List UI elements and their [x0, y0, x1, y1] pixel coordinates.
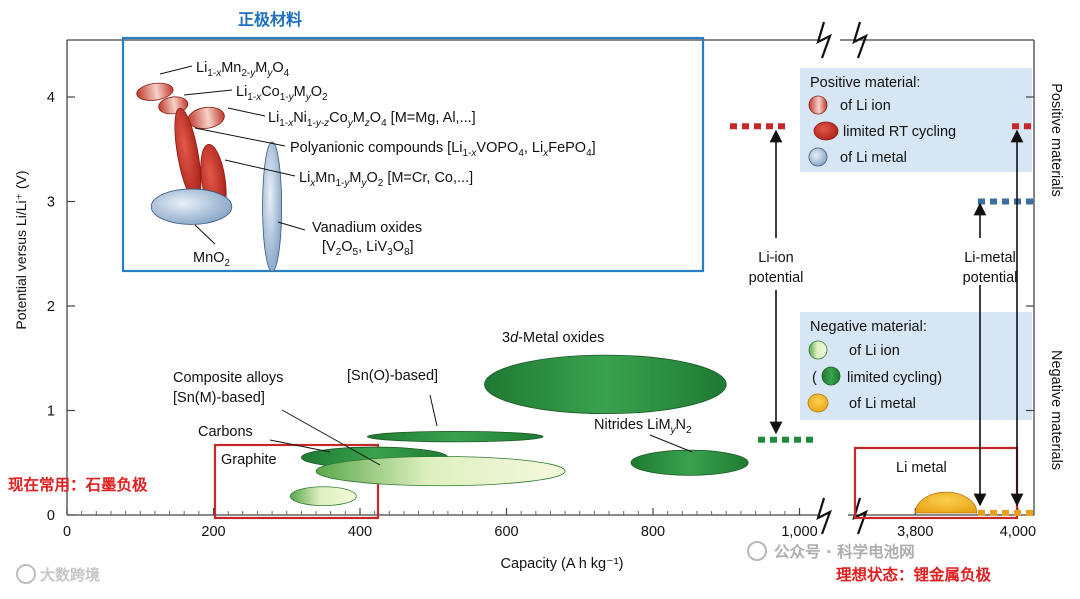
- label-graphite: Graphite: [221, 452, 277, 468]
- label-composite: Composite alloys: [173, 370, 283, 386]
- annotation-current-common: 现在常用：石墨负极: [8, 475, 148, 494]
- label-limn2o4: Li1-xMn2-yMyO4: [196, 60, 290, 79]
- watermark-left: 大数跨境: [16, 564, 100, 584]
- positive-region: [136, 82, 174, 101]
- legend-positive: Positive material: of Li ion limited RT …: [808, 75, 956, 167]
- positive-materials-box: [121, 36, 705, 273]
- y-tick-label: 0: [47, 508, 55, 524]
- negative-region: [366, 430, 544, 443]
- y-tick-label: 2: [47, 299, 55, 315]
- legend-negative-swatch-li-ion: [808, 340, 828, 360]
- legend-positive-title: Positive material:: [810, 75, 920, 91]
- negative-region: [484, 354, 727, 415]
- leader-lines: [159, 65, 693, 466]
- label-mno2: MnO2: [193, 250, 230, 269]
- legend-positive-item-2: limited RT cycling: [843, 124, 956, 140]
- axis-break-marks: [816, 21, 868, 535]
- y-tick-label: 4: [47, 90, 55, 106]
- li-ion-potential-line2: potential: [749, 270, 804, 286]
- watermark-right: 公众号 · 科学电池网: [747, 541, 915, 561]
- legend-negative-item-3: of Li metal: [849, 396, 916, 412]
- x-axis-title: Capacity (A h kg⁻¹): [501, 556, 624, 572]
- positive-region: [262, 141, 283, 272]
- legend-negative-paren: (: [812, 370, 817, 386]
- reference-lines-layer: [730, 123, 1034, 516]
- x-tick-label: 4,000: [1000, 524, 1036, 540]
- wechat-icon: [747, 541, 767, 561]
- positive-region: [150, 188, 233, 225]
- positive-box-title: 正极材料: [238, 10, 302, 29]
- x-tick-label: 0: [63, 524, 71, 540]
- label-vanadium: Vanadium oxides: [312, 220, 422, 236]
- legend-negative-item-2: limited cycling): [847, 370, 942, 386]
- x-tick-label: 200: [201, 524, 225, 540]
- regions-layer: [136, 82, 978, 514]
- x-tick-label: 800: [641, 524, 665, 540]
- y-tick-label: 1: [47, 404, 55, 420]
- negative-labels: 3d-Metal oxides [Sn(O)-based] Composite …: [173, 330, 947, 476]
- legend-negative-bg: [800, 312, 1032, 420]
- positive-labels: Li1-xMn2-yMyO4 Li1-xCo1-yMyO2 Li1-xNi1-y…: [193, 60, 596, 269]
- x-tick-label: 3,800: [897, 524, 933, 540]
- legend-positive-item-1: of Li ion: [840, 98, 891, 114]
- potential-labels: Li-ion potential Li-metal potential: [749, 250, 1018, 286]
- legend-positive-swatch-li-ion: [808, 95, 828, 115]
- ticks-layer: 0 200 400 600 800 1,000 3,800 4,000 0 1 2 3 4: [47, 90, 1036, 540]
- watermark-left-text: 大数跨境: [40, 566, 100, 584]
- legend-positive-swatch-limited: [813, 121, 839, 141]
- watermark-right-text: 公众号 · 科学电池网: [774, 542, 915, 561]
- legend-positive-item-3: of Li metal: [840, 150, 907, 166]
- legend-negative-swatch-limited: [821, 366, 841, 386]
- label-li-metal: Li metal: [896, 460, 947, 476]
- negative-region: [914, 491, 978, 514]
- label-nitrides: Nitrides LiMyN2: [594, 417, 692, 436]
- label-limno2: LixMn1-yMyO2 [M=Cr, Co,...]: [299, 170, 473, 189]
- legend-negative-swatch-li-metal: [807, 393, 829, 413]
- right-label-negative: Negative materials: [1048, 350, 1064, 470]
- li-ion-potential-line1: Li-ion: [758, 250, 793, 266]
- label-vanadium-formula: [V2O5, LiV3O8]: [322, 239, 414, 258]
- label-licoo2: Li1-xCo1-yMyO2: [236, 84, 328, 103]
- watermark-logo-icon: [16, 564, 36, 584]
- plot-frame: [66, 39, 1035, 516]
- legend-positive-bg: [800, 68, 1032, 172]
- negative-region: [630, 449, 749, 476]
- x-tick-label: 400: [348, 524, 372, 540]
- label-metal-oxides: 3d-Metal oxides: [502, 330, 604, 346]
- legend-positive-swatch-li-metal: [808, 147, 828, 167]
- label-polyanionic: Polyanionic compounds [Li1-xVOPO4, LixFe…: [290, 140, 596, 159]
- label-sno: [Sn(O)-based]: [347, 368, 438, 384]
- x-tick-label: 1,000: [781, 524, 817, 540]
- li-metal-potential-line1: Li-metal: [964, 250, 1016, 266]
- legend-negative: Negative material: of Li ion ( limited c…: [807, 319, 942, 413]
- potential-arrows: [769, 129, 1024, 507]
- li-metal-potential-line2: potential: [963, 270, 1018, 286]
- y-tick-label: 3: [47, 195, 55, 211]
- legend-negative-title: Negative material:: [810, 319, 927, 335]
- negative-region: [290, 486, 357, 506]
- legend-negative-item-1: of Li ion: [849, 343, 900, 359]
- label-composite-2: [Sn(M)-based]: [173, 390, 265, 406]
- label-carbons: Carbons: [198, 424, 253, 440]
- y-axis-title: Potential versus Li/Li⁺ (V): [13, 170, 29, 329]
- negative-region: [315, 456, 566, 487]
- label-lini: Li1-xNi1-y-zCoyMzO4 [M=Mg, Al,...]: [268, 110, 476, 129]
- x-tick-label: 600: [494, 524, 518, 540]
- right-label-positive: Positive materials: [1048, 83, 1064, 197]
- positive-region: [187, 106, 225, 129]
- annotation-ideal-state: 理想状态：锂金属负极: [836, 565, 992, 584]
